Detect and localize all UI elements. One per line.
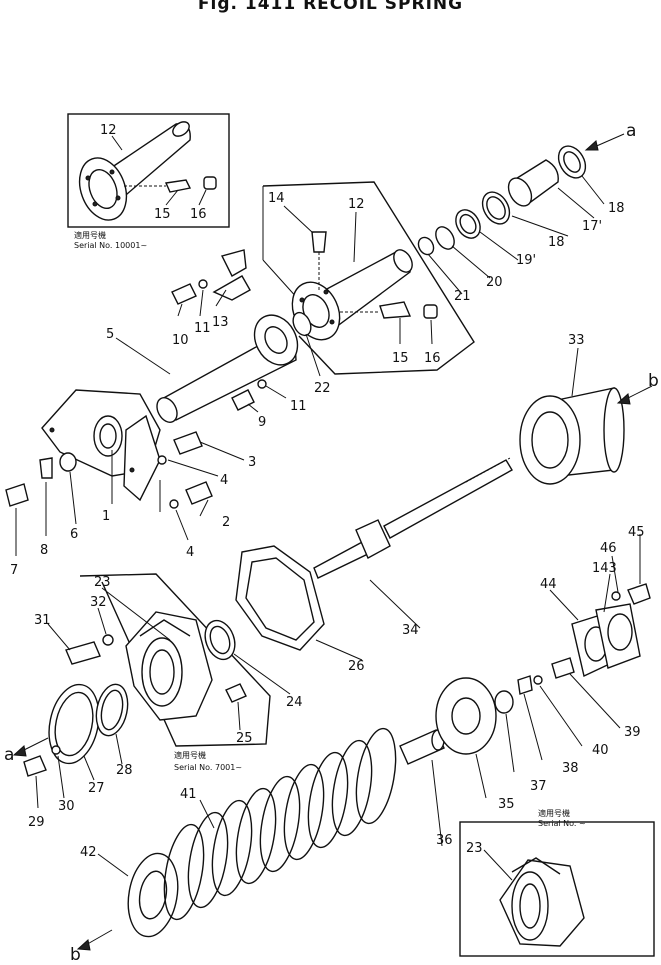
piston-group — [399, 657, 621, 847]
part-label-1: 1 — [102, 509, 110, 524]
serial-note-jp: 適用号機 — [74, 230, 106, 240]
part-label-34: 34 — [402, 623, 419, 638]
serial-note-text: Serial No. 7001~ — [174, 763, 242, 772]
part-label-42: 42 — [80, 845, 97, 860]
part-label-26: 26 — [348, 659, 365, 674]
part-label-6: 6 — [70, 527, 78, 542]
callout-a-top: a — [626, 121, 636, 141]
inset-box-center — [47, 573, 291, 747]
part-label-41: 41 — [180, 787, 197, 802]
part-label-14: 14 — [268, 191, 285, 206]
part-label-31: 31 — [34, 613, 51, 628]
part-label-2: 2 — [222, 515, 230, 530]
part-label-18: 18 — [608, 201, 625, 216]
part-label-8: 8 — [40, 543, 48, 558]
part-label-4: 4 — [220, 473, 228, 488]
part-label-40: 40 — [592, 743, 609, 758]
part-label-13: 13 — [212, 315, 229, 330]
callout-b-right: b — [648, 371, 659, 391]
part-label-15: 15 — [392, 351, 409, 366]
part-label-5: 5 — [106, 327, 114, 342]
callout-b-bottom: b — [70, 945, 81, 965]
serial-note-jp: 適用号機 — [174, 750, 206, 760]
part-label-11: 11 — [290, 399, 307, 414]
part-label-32: 32 — [90, 595, 107, 610]
callout-a-bottom: a — [4, 745, 14, 765]
part-label-21: 21 — [454, 289, 471, 304]
lower-left-group — [12, 683, 129, 809]
part-label-16: 16 — [190, 207, 207, 222]
spring-41 — [76, 727, 397, 951]
part-label-7: 7 — [10, 563, 18, 578]
part-label-3: 3 — [248, 455, 256, 470]
part-label-4: 4 — [186, 545, 194, 560]
serial-note-text: Serial No. 10001~ — [74, 241, 147, 250]
rod-34 — [313, 457, 513, 629]
housing-group — [5, 389, 245, 556]
part-label-46: 46 — [600, 541, 617, 556]
upper-bracket-group — [262, 181, 475, 377]
part-label-28: 28 — [116, 763, 133, 778]
part-label-36: 36 — [436, 833, 453, 848]
part-label-37: 37 — [530, 779, 547, 794]
part-label-45: 45 — [628, 525, 645, 540]
part-label-44: 44 — [540, 577, 557, 592]
part-label-27: 27 — [88, 781, 105, 796]
serial-notes: 適用号機 Serial No. 10001~ 適用号機 Serial No. 7… — [74, 230, 586, 828]
part-label-24: 24 — [286, 695, 303, 710]
part-label-20: 20 — [486, 275, 503, 290]
cylinder-33 — [519, 347, 653, 485]
part-label-143: 143 — [592, 561, 617, 576]
serial-note-text: Serial No. ~ — [538, 819, 586, 828]
part-label-18: 18 — [548, 235, 565, 250]
part-label-19: 19' — [516, 253, 536, 268]
inset-box-top — [67, 113, 230, 228]
part-label-10: 10 — [172, 333, 189, 348]
seal-stack-group — [417, 133, 625, 295]
part-label-23: 23 — [466, 841, 483, 856]
part-label-25: 25 — [236, 731, 253, 746]
part-label-17: 17' — [582, 219, 602, 234]
part-label-33: 33 — [568, 333, 585, 348]
part-label-16: 16 — [424, 351, 441, 366]
part-label-30: 30 — [58, 799, 75, 814]
part-label-35: 35 — [498, 797, 515, 812]
part-label-9: 9 — [258, 415, 266, 430]
part-label-29: 29 — [28, 815, 45, 830]
shaft-group — [115, 249, 299, 423]
part-label-22: 22 — [314, 381, 331, 396]
part-label-15: 15 — [154, 207, 171, 222]
gasket-26 — [235, 545, 363, 661]
inset-box-bottom — [459, 821, 655, 957]
part-number-labels: 12 15 16 14 12 15 16 22 18 17' 18 19' 20… — [10, 123, 645, 860]
part-label-12: 12 — [348, 197, 365, 212]
part-label-23: 23 — [94, 575, 111, 590]
part-label-39: 39 — [624, 725, 641, 740]
part-label-38: 38 — [562, 761, 579, 776]
callout-letters: a b a b — [4, 121, 659, 965]
part-label-12: 12 — [100, 123, 117, 138]
figure-title: Fig. 1411 RECOIL SPRING — [197, 0, 464, 14]
serial-note-jp: 適用号機 — [538, 808, 570, 818]
cover-group — [549, 534, 651, 678]
part-label-11: 11 — [194, 321, 211, 336]
